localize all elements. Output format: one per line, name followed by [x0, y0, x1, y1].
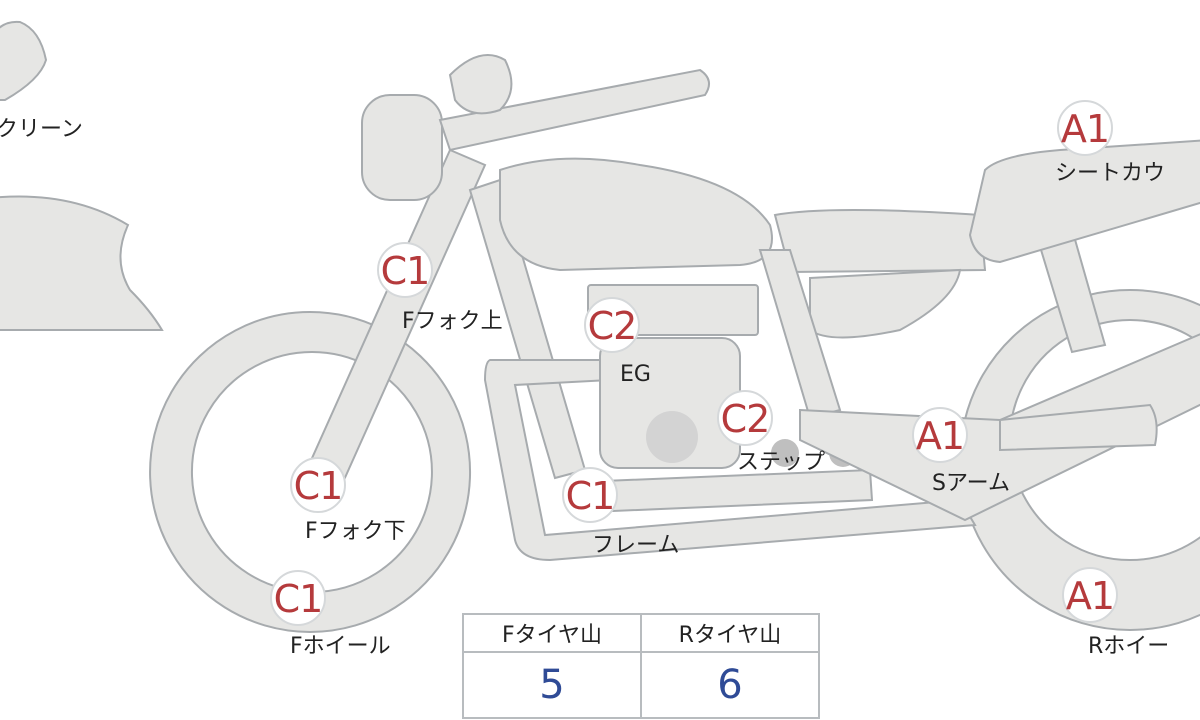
- grade-badge-step: C2: [717, 390, 773, 446]
- rear-wheel-shape: [959, 289, 1200, 631]
- label-screen: クリーン: [0, 117, 83, 142]
- header-front-tire: Fタイヤ山: [462, 613, 642, 653]
- value-rear-tire: 6: [640, 651, 820, 719]
- exhaust-shape: [578, 468, 874, 514]
- step-peg-shape: [771, 439, 799, 467]
- front-cowl-shape: [0, 195, 164, 331]
- value-front-tire: 5: [462, 651, 642, 719]
- grade-badge-swing-arm: A1: [912, 407, 968, 463]
- grade-badge-rear-wheel: A1: [1062, 567, 1118, 623]
- headlight-shape: [361, 94, 443, 201]
- rear-frame-shape: [758, 249, 842, 420]
- bar-end-shape: [448, 54, 513, 115]
- grade-badge-fork-upper: C1: [377, 242, 433, 298]
- grade-badge-seat-cowl: A1: [1057, 100, 1113, 156]
- chain-guard-shape: [999, 403, 1158, 452]
- label-engine: EG: [620, 362, 651, 387]
- label-seat-cowl: シートカウ: [1055, 161, 1166, 186]
- label-step: ステップ: [737, 450, 826, 475]
- grade-badge-frame: C1: [562, 467, 618, 523]
- side-cover-shape: [809, 268, 962, 339]
- engine-cover-shape: [646, 411, 698, 463]
- frame-lower-shape: [483, 359, 977, 562]
- screen-shape: [0, 20, 48, 101]
- header-rear-tire: Rタイヤ山: [640, 613, 820, 653]
- label-front-wheel: Fホイール: [290, 634, 391, 659]
- handlebar-shape: [438, 68, 710, 152]
- grade-badge-engine: C2: [584, 297, 640, 353]
- label-fork-lower: Fフォク下: [305, 519, 406, 544]
- label-rear-wheel: Rホイー: [1088, 634, 1170, 659]
- seat-shape: [773, 209, 987, 274]
- label-fork-upper: Fフォク上: [402, 309, 503, 334]
- tire-tread-table: Fタイヤ山 Rタイヤ山 5 6: [462, 613, 820, 719]
- label-swing-arm: Sアーム: [932, 471, 1010, 496]
- seat-cowl-shape: [968, 139, 1200, 264]
- grade-badge-fork-lower: C1: [290, 457, 346, 513]
- grade-badge-front-wheel: C1: [270, 570, 326, 626]
- label-frame: フレーム: [592, 533, 680, 558]
- tank-shape: [499, 157, 773, 272]
